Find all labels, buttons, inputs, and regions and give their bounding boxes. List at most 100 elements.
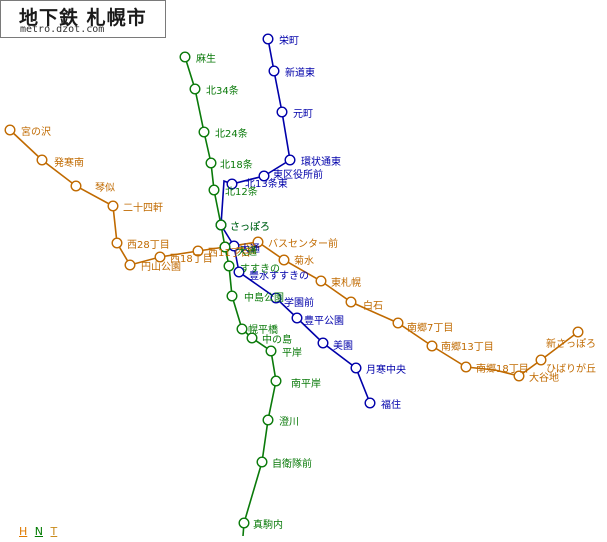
station-label[interactable]: 新さっぽろ xyxy=(546,337,596,350)
station-label[interactable]: 南郷18丁目 xyxy=(476,362,529,375)
station-label[interactable]: 大通 xyxy=(236,243,256,256)
station-label[interactable]: 北12条 xyxy=(225,185,258,198)
station-label[interactable]: 琴似 xyxy=(95,182,115,194)
station-marker[interactable] xyxy=(291,312,303,324)
station-marker[interactable] xyxy=(226,178,238,190)
station-label[interactable]: 月寒中央 xyxy=(366,363,406,376)
station-marker[interactable] xyxy=(205,157,217,169)
station-marker[interactable] xyxy=(233,266,245,278)
map-title: 地下鉄 札幌市 xyxy=(19,7,147,29)
station-label[interactable]: 北34条 xyxy=(206,84,239,97)
station-label[interactable]: 豊水すすきの xyxy=(249,269,309,282)
station-marker[interactable] xyxy=(460,361,472,373)
station-marker[interactable] xyxy=(226,290,238,302)
station-label[interactable]: 菊水 xyxy=(294,255,314,267)
station-label[interactable]: 北13条東 xyxy=(245,177,288,190)
legend-link-t[interactable]: T xyxy=(50,525,58,538)
legend-link-h[interactable]: H xyxy=(19,525,28,538)
legend-link-n[interactable]: N xyxy=(34,525,44,538)
station-label[interactable]: 西11丁目 xyxy=(208,248,251,259)
station-marker[interactable] xyxy=(535,354,547,366)
station-marker[interactable] xyxy=(111,237,123,249)
station-marker[interactable] xyxy=(364,397,376,409)
station-marker[interactable] xyxy=(256,456,268,468)
station-marker[interactable] xyxy=(315,275,327,287)
station-label[interactable]: 南平岸 xyxy=(291,377,321,390)
station-label[interactable]: 中の島 xyxy=(262,333,292,346)
station-label[interactable]: 円山公園 xyxy=(141,261,181,273)
station-label[interactable]: 大谷地 xyxy=(529,371,559,384)
station-label[interactable]: 北24条 xyxy=(215,127,248,140)
station-label[interactable]: 西28丁目 xyxy=(127,240,170,251)
station-marker[interactable] xyxy=(572,326,584,338)
station-marker[interactable] xyxy=(278,254,290,266)
station-label[interactable]: 澄川 xyxy=(279,415,299,428)
station-label[interactable]: 元町 xyxy=(293,109,313,120)
station-label[interactable]: 大通 xyxy=(240,242,260,255)
station-marker[interactable] xyxy=(215,219,227,231)
station-marker[interactable] xyxy=(192,245,204,257)
station-label[interactable]: 学園前 xyxy=(284,296,314,309)
station-label[interactable]: 豊平公園 xyxy=(304,314,344,327)
station-marker[interactable] xyxy=(198,126,210,138)
station-label[interactable]: 真駒内 xyxy=(253,518,283,531)
station-marker[interactable] xyxy=(223,260,235,272)
station-marker[interactable] xyxy=(513,370,525,382)
station-marker[interactable] xyxy=(270,292,282,304)
station-marker[interactable] xyxy=(426,340,438,352)
station-label[interactable]: 環状通東 xyxy=(301,155,341,168)
station-label[interactable]: 自衛隊前 xyxy=(272,457,312,470)
station-label[interactable]: さっぽろ xyxy=(230,221,270,233)
station-label[interactable]: 中島公園 xyxy=(244,291,284,304)
station-label[interactable]: 二十四軒 xyxy=(123,201,163,214)
station-label[interactable]: 東札幌 xyxy=(331,276,361,289)
site-name[interactable]: metro.dzot.com xyxy=(20,24,105,35)
station-label[interactable]: 西18丁目 xyxy=(170,254,213,265)
station-label[interactable]: 麻生 xyxy=(196,52,216,65)
station-marker[interactable] xyxy=(154,251,166,263)
station-marker[interactable] xyxy=(345,296,357,308)
station-marker[interactable] xyxy=(70,180,82,192)
station-marker[interactable] xyxy=(179,51,191,63)
station-marker[interactable] xyxy=(189,83,201,95)
station-marker[interactable] xyxy=(268,65,280,77)
station-label[interactable]: ひばりが丘 xyxy=(546,362,596,375)
station-label[interactable]: 大通 xyxy=(237,245,257,258)
station-marker[interactable] xyxy=(262,33,274,45)
station-label[interactable]: さっぽろ xyxy=(230,221,270,233)
station-label[interactable]: 幌平橋 xyxy=(248,323,278,336)
station-marker[interactable] xyxy=(107,200,119,212)
station-marker[interactable] xyxy=(238,517,250,529)
station-marker[interactable] xyxy=(350,362,362,374)
station-marker[interactable] xyxy=(4,124,16,136)
station-label[interactable]: 発寒南 xyxy=(54,156,84,169)
station-label[interactable]: 宮の沢 xyxy=(21,125,51,138)
station-label[interactable]: 東区役所前 xyxy=(273,168,323,181)
station-marker[interactable] xyxy=(36,154,48,166)
station-label[interactable]: 栄町 xyxy=(279,35,299,47)
station-marker[interactable] xyxy=(252,236,264,248)
station-label[interactable]: 新道東 xyxy=(285,66,315,79)
station-marker[interactable] xyxy=(317,337,329,349)
station-label[interactable]: 美園 xyxy=(333,339,353,352)
station-marker[interactable] xyxy=(219,241,231,253)
station-label[interactable]: 北18条 xyxy=(220,158,253,171)
station-marker[interactable] xyxy=(246,332,258,344)
station-label[interactable]: 平岸 xyxy=(282,347,302,359)
station-marker[interactable] xyxy=(124,259,136,271)
station-label[interactable]: すすきの xyxy=(240,263,280,275)
station-label[interactable]: 福住 xyxy=(381,398,401,411)
station-label[interactable]: 白石 xyxy=(363,299,383,312)
station-label[interactable]: 南郷7丁目 xyxy=(407,321,453,334)
station-marker[interactable] xyxy=(265,345,277,357)
station-marker[interactable] xyxy=(392,317,404,329)
station-marker[interactable] xyxy=(262,414,274,426)
station-marker[interactable] xyxy=(276,106,288,118)
station-label[interactable]: 南郷13丁目 xyxy=(441,340,494,353)
station-marker[interactable] xyxy=(208,184,220,196)
station-marker[interactable] xyxy=(258,170,270,182)
station-marker[interactable] xyxy=(284,154,296,166)
station-marker[interactable] xyxy=(270,375,282,387)
station-label[interactable]: バスセンター前 xyxy=(268,237,338,250)
station-marker[interactable] xyxy=(236,323,248,335)
